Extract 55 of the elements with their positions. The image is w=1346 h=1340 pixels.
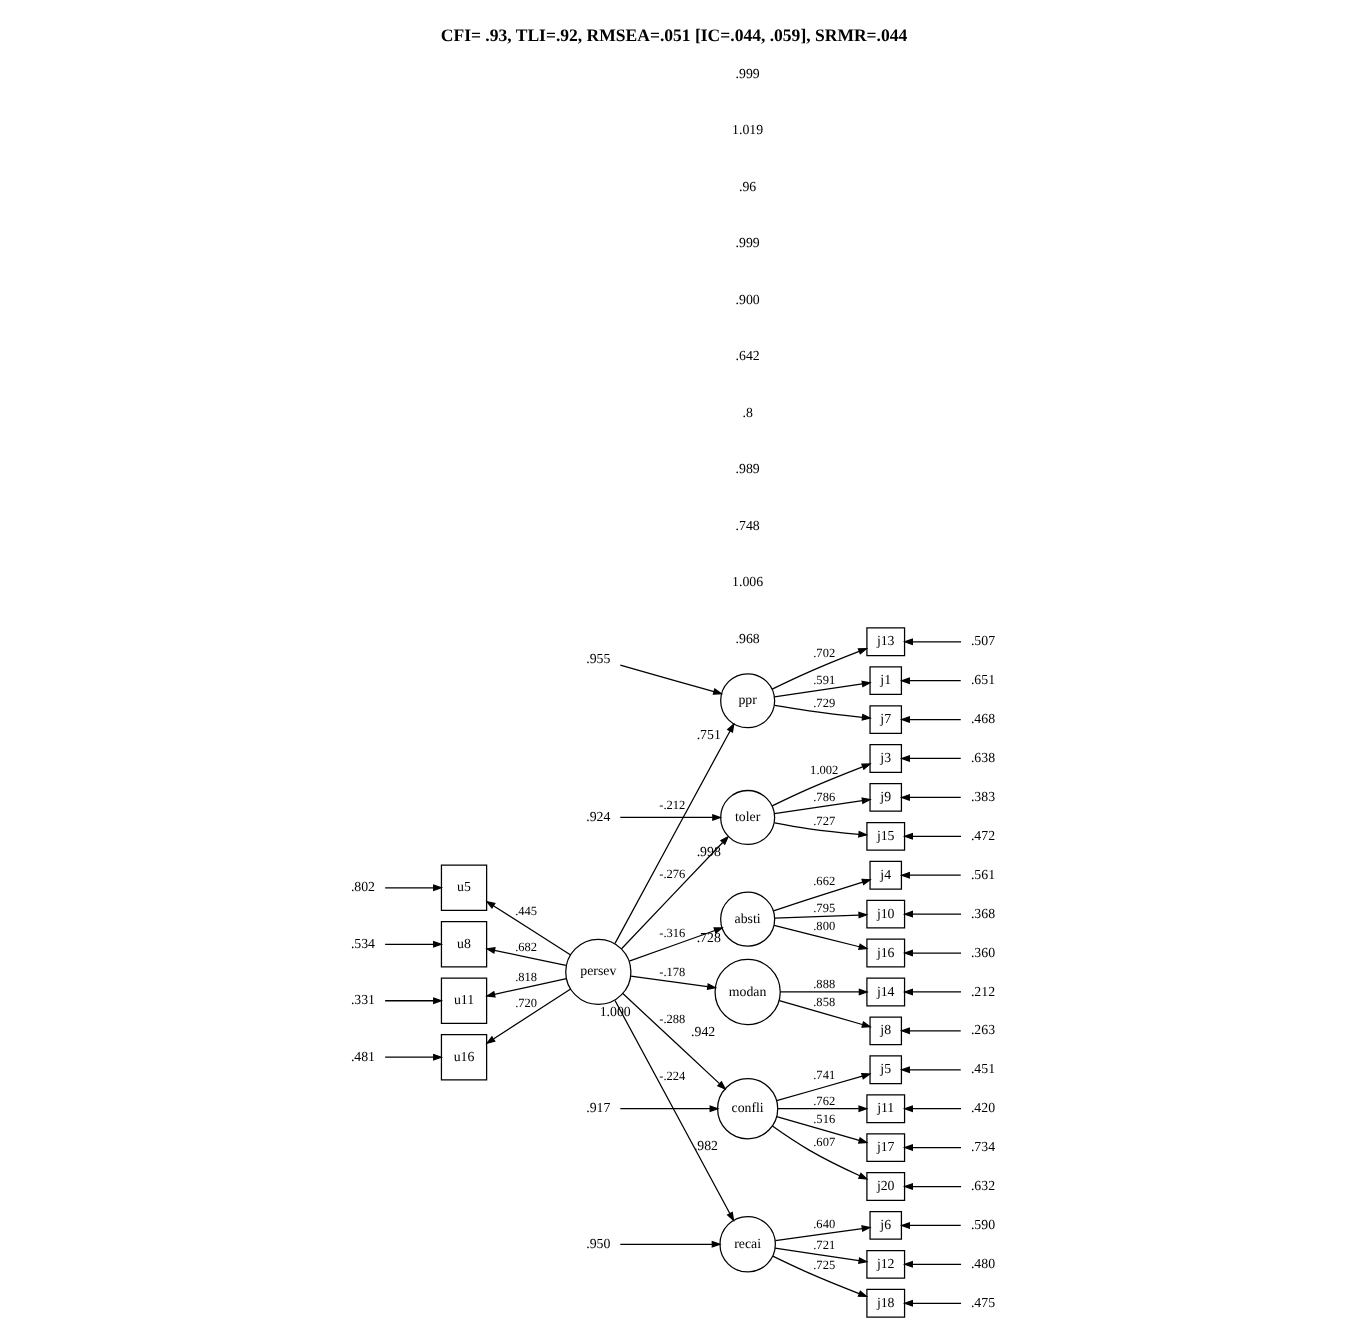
arrow	[776, 1116, 869, 1144]
arrow	[902, 832, 962, 840]
arrow	[776, 1072, 872, 1102]
arrow	[772, 878, 872, 912]
arrow	[902, 910, 962, 918]
arrow	[899, 677, 962, 685]
arrow	[614, 999, 735, 1223]
arrow	[384, 940, 444, 948]
arrow	[899, 1066, 962, 1074]
arrow	[614, 722, 735, 944]
arrow	[630, 975, 718, 991]
arrow	[774, 822, 869, 838]
arrow	[771, 647, 869, 690]
arrow	[485, 947, 567, 966]
arrow	[773, 924, 869, 951]
arrow	[899, 716, 962, 724]
arrow	[902, 1260, 962, 1268]
arrow	[620, 835, 730, 950]
arrow	[773, 797, 872, 815]
arrow	[899, 754, 962, 762]
arrow	[779, 988, 869, 996]
arrow	[902, 949, 962, 957]
arrow	[773, 680, 872, 698]
arrow	[619, 1240, 722, 1248]
arrow	[771, 1125, 869, 1180]
arrow	[899, 871, 962, 879]
arrow	[902, 988, 962, 996]
arrow	[384, 1053, 444, 1061]
arrow	[384, 997, 444, 1005]
arrow	[902, 638, 962, 646]
arrow	[902, 1183, 962, 1191]
arrow	[619, 813, 723, 821]
arrow	[902, 1299, 962, 1307]
arrow	[902, 1105, 962, 1113]
arrow	[622, 992, 727, 1091]
arrow	[774, 1225, 872, 1242]
arrow	[774, 1247, 869, 1264]
arrow	[485, 977, 567, 998]
arrow	[778, 1000, 872, 1028]
arrow	[774, 704, 872, 721]
arrow	[485, 900, 571, 956]
arrow	[899, 793, 962, 801]
arrow	[899, 1027, 962, 1035]
arrow	[485, 988, 571, 1045]
arrow	[619, 664, 724, 695]
arrow	[628, 927, 724, 962]
arrow	[384, 884, 444, 892]
arrow	[771, 763, 872, 807]
diagram-title: CFI= .93, TLI=.92, RMSEA=.051 [IC=.044, .059], SRMR=.044	[440, 24, 908, 45]
arrow	[619, 1105, 720, 1113]
arrow	[774, 911, 869, 919]
arrow	[899, 1221, 962, 1229]
arrow	[777, 1105, 869, 1113]
arrow	[772, 1255, 869, 1298]
arrow	[902, 1144, 962, 1152]
